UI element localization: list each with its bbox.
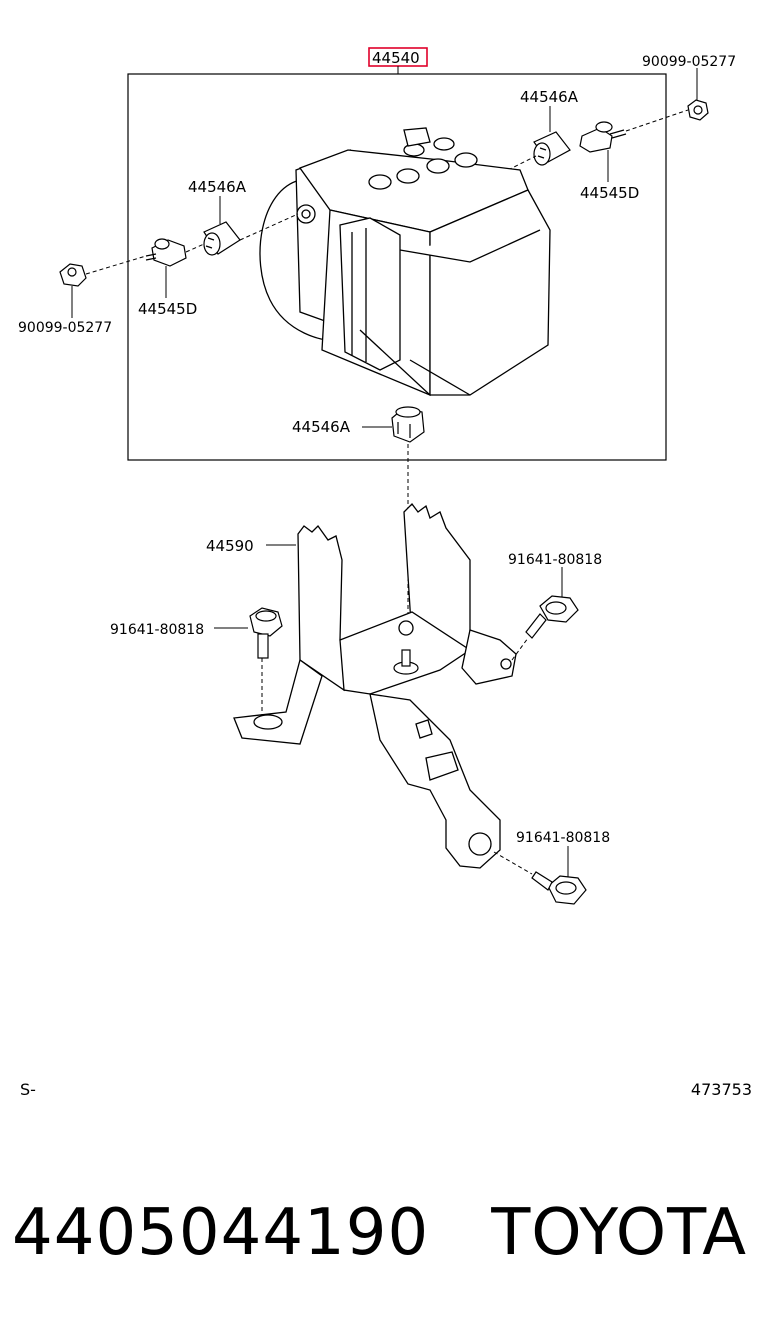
main-part-label: 44540 <box>372 49 420 67</box>
stud-top-right-label: 44545D <box>580 184 639 202</box>
diagram-code-right: 473753 <box>690 1080 752 1099</box>
part-number: 4405044190 <box>12 1196 430 1270</box>
part-caption: 4405044190 TOYOTA <box>12 1188 752 1278</box>
bolt-right-upper <box>525 595 579 639</box>
bracket-label: 44590 <box>206 537 254 555</box>
bracket-stud <box>393 649 419 675</box>
nut-top-right <box>687 99 709 121</box>
diagram-code-left: S- <box>20 1080 36 1099</box>
nut-left <box>59 263 87 287</box>
bolt-right-lower-label: 91641-80818 <box>516 830 610 846</box>
cushion-bottom-label: 44546A <box>292 418 351 436</box>
nut-top-right-label: 90099-05277 <box>642 54 736 70</box>
bolt-right-lower <box>531 871 587 905</box>
nut-left-label: 90099-05277 <box>18 320 112 336</box>
cushion-left-label: 44546A <box>188 178 247 196</box>
cushion-left <box>203 221 241 256</box>
bolt-left-label: 91641-80818 <box>110 622 204 638</box>
bracket <box>233 503 517 869</box>
cushion-bottom <box>391 406 425 443</box>
brand-name: TOYOTA <box>491 1196 748 1270</box>
bolt-right-upper-label: 91641-80818 <box>508 552 602 568</box>
stud-left-label: 44545D <box>138 300 197 318</box>
cushion-top-right-label: 44546A <box>520 88 579 106</box>
assembly-frame <box>127 73 667 461</box>
bolt-left <box>249 607 283 659</box>
stud-left <box>145 238 187 267</box>
cushion-top-right <box>533 131 571 166</box>
abs-actuator <box>259 127 551 396</box>
stud-top-right <box>579 121 627 153</box>
